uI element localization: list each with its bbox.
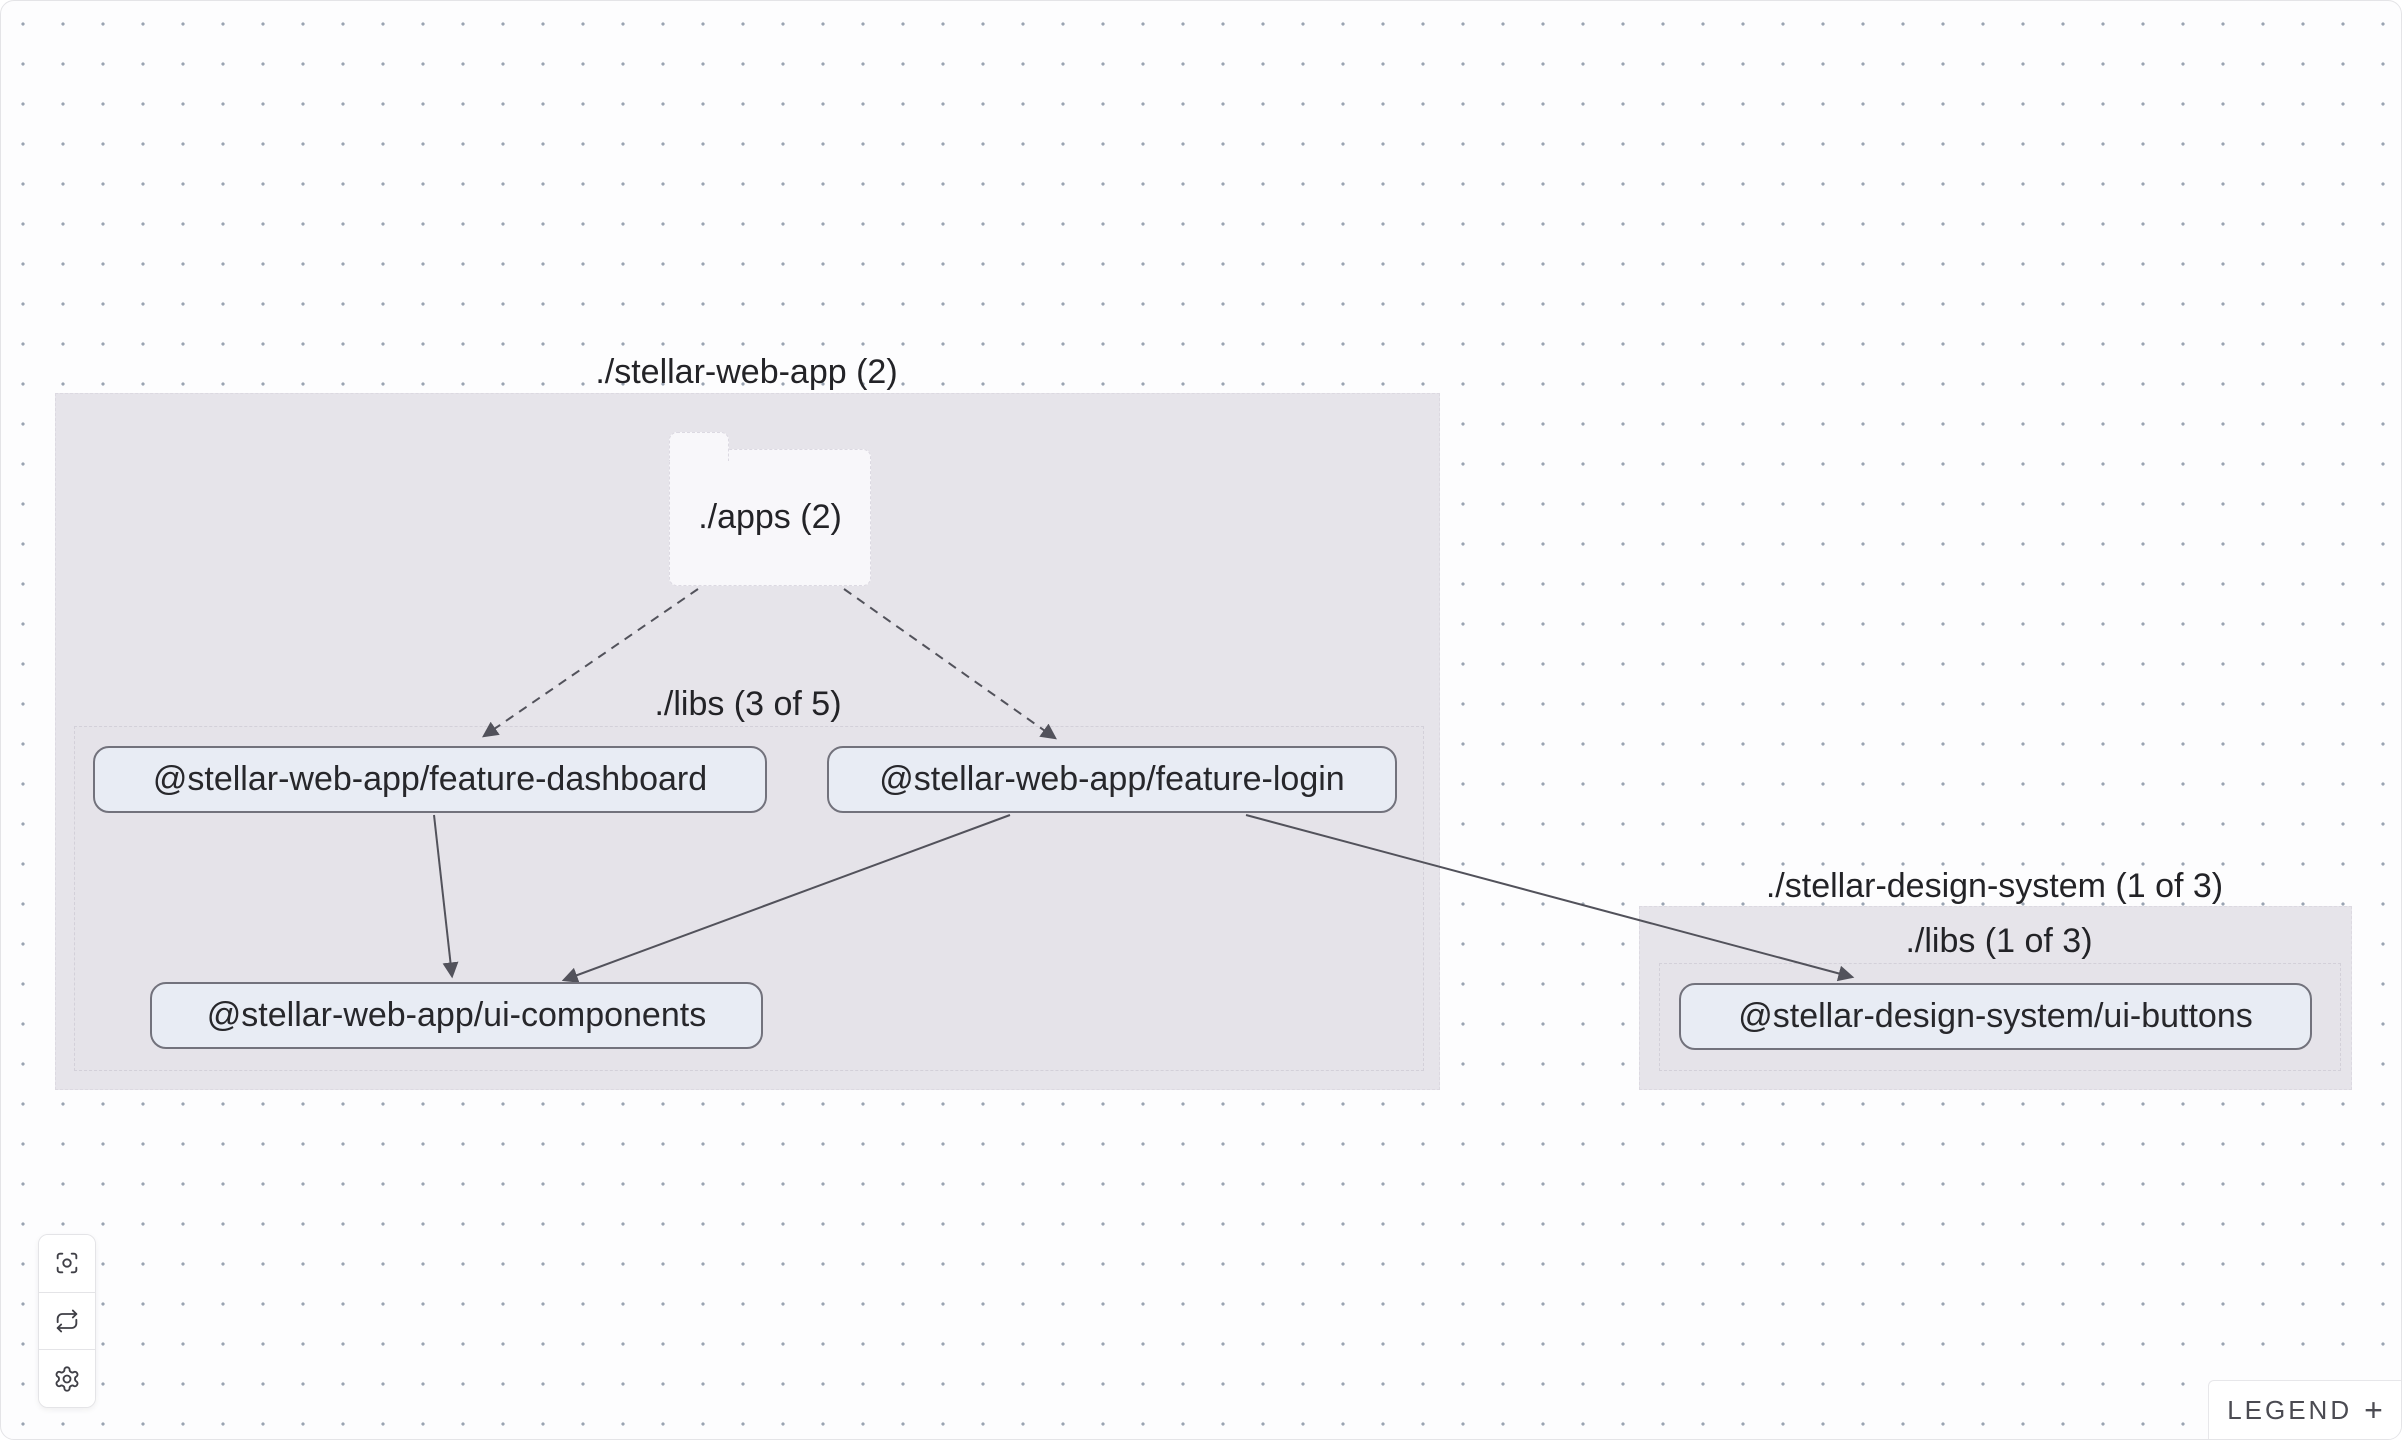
- graph-controls-toolbar: [38, 1234, 96, 1408]
- node-feature-login[interactable]: @stellar-web-app/feature-login: [827, 746, 1397, 813]
- node-ui-components[interactable]: @stellar-web-app/ui-components: [150, 982, 763, 1049]
- focus-icon: [56, 1253, 78, 1274]
- gear-icon: [55, 1366, 79, 1392]
- node-ui-buttons[interactable]: @stellar-design-system/ui-buttons: [1679, 983, 2312, 1050]
- relayout-graph-button[interactable]: [39, 1292, 95, 1351]
- plus-icon: +: [2364, 1392, 2383, 1428]
- folder-tab: [669, 432, 729, 461]
- subgroup-title-design-system-libs: ./libs (1 of 3): [1905, 922, 2093, 960]
- settings-button[interactable]: [39, 1350, 95, 1407]
- folder-body: ./apps (2): [669, 449, 871, 586]
- group-title-stellar-design-system: ./stellar-design-system (1 of 3): [1765, 867, 2224, 905]
- focus-graph-button[interactable]: [39, 1235, 95, 1293]
- group-title-stellar-web-app: ./stellar-web-app (2): [595, 353, 898, 391]
- folder-apps[interactable]: ./apps (2): [669, 432, 871, 586]
- folder-apps-label: ./apps (2): [698, 498, 842, 536]
- node-feature-dashboard[interactable]: @stellar-web-app/feature-dashboard: [93, 746, 767, 813]
- repeat-cycle-icon: [56, 1309, 78, 1333]
- legend-toggle[interactable]: LEGEND +: [2208, 1380, 2401, 1439]
- legend-label: LEGEND: [2227, 1394, 2353, 1425]
- subgroup-title-web-app-libs: ./libs (3 of 5): [654, 685, 842, 723]
